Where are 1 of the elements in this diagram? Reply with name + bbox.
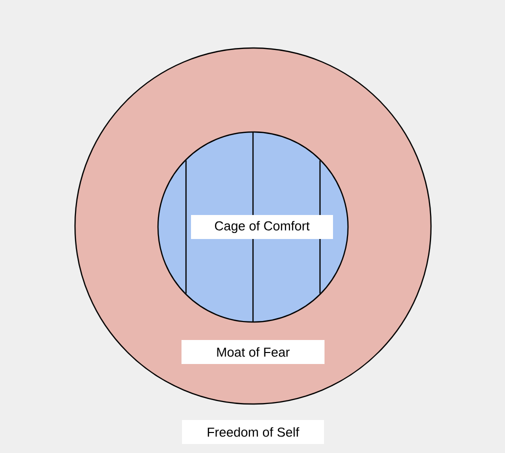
text-label: Freedom of Self [182, 420, 324, 444]
